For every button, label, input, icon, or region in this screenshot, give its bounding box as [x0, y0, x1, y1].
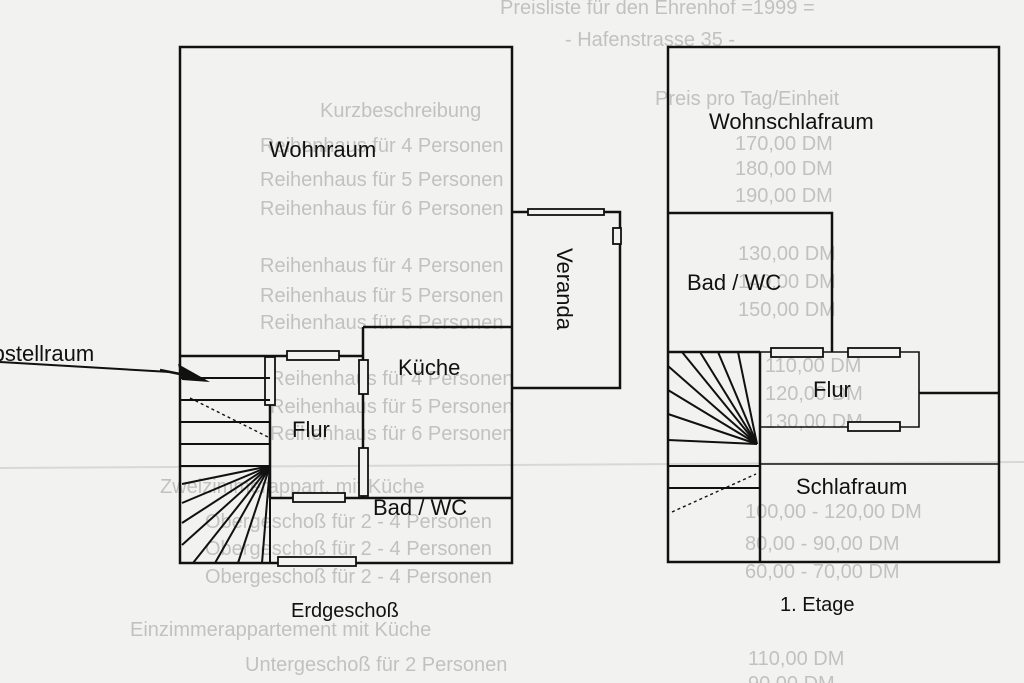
door-flur-bottom [292, 492, 346, 503]
bg-price: 110,00 DM [765, 355, 861, 377]
abstellraum-arrow [0, 361, 210, 382]
bg-price: 80,00 - 90,00 DM [745, 533, 900, 555]
bg-header-line2: - Hafenstrasse 35 - [565, 29, 735, 51]
door-bad-upper [770, 347, 824, 358]
bg-row: Obergeschoß für 2 - 4 Personen [205, 511, 492, 533]
bg-price: 190,00 DM [735, 185, 833, 207]
flur-upper-outline [760, 351, 920, 428]
bg-row: Reihenhaus für 4 Personen [260, 135, 504, 157]
bad-upper-walls [668, 211, 834, 352]
bg-price: 100,00 - 120,00 DM [745, 501, 922, 523]
bg-price: 130,00 DM [738, 243, 836, 265]
room-label-kueche: Küche [398, 355, 460, 380]
bg-row: Untergeschoß für 2 Personen [245, 654, 507, 676]
bg-row: Reihenhaus für 6 Personen [260, 312, 504, 334]
ground-floor-plan: Wohnraum Abstellraum Küche Flur Bad / WC… [0, 45, 622, 622]
upper-floor-plan: Wohnschlafraum Bad / WC Flur Schlafraum … [666, 45, 1001, 616]
bg-row: Einzimmerappartement mit Küche [130, 619, 431, 641]
room-label-flur-upper: Flur [813, 377, 851, 402]
bg-row: Reihenhaus für 5 Personen [260, 285, 504, 307]
door-abstellraum [264, 356, 276, 406]
room-label-bad-upper: Bad / WC [687, 270, 781, 295]
bg-row: Reihenhaus für 5 Personen [270, 396, 514, 418]
room-label-wohnraum: Wohnraum [269, 137, 376, 162]
bg-price: 90,00 DM [748, 673, 835, 683]
bg-row: Reihenhaus für 6 Personen [260, 198, 504, 220]
bg-row: Reihenhaus für 4 Personen [260, 255, 504, 277]
bg-row: Reihenhaus für 6 Personen [270, 423, 514, 445]
bg-price: 140,00 DM [738, 271, 836, 293]
room-label-bad-ground: Bad / WC [373, 495, 467, 520]
staircase-upper [667, 351, 760, 513]
veranda-window [527, 208, 605, 216]
bg-price: 170,00 DM [735, 133, 833, 155]
bg-col-preis: Preis pro Tag/Einheit [655, 88, 840, 110]
bg-row: Reihenhaus für 4 Personen [270, 368, 514, 390]
veranda-door [612, 227, 622, 245]
door-wohnraum [286, 350, 340, 361]
bg-price: 110,00 DM [748, 648, 844, 670]
door-bad [358, 447, 369, 497]
bg-price: 180,00 DM [735, 158, 833, 180]
bg-price: 60,00 - 70,00 DM [745, 561, 900, 583]
room-label-flur-ground: Flur [292, 417, 330, 442]
bg-header-line1: Preisliste für den Ehrenhof =1999 = [500, 0, 815, 19]
bg-row: Reihenhaus für 5 Personen [260, 169, 504, 191]
entrance-door [277, 556, 357, 567]
door-kueche [358, 359, 369, 395]
door-schlafraum [847, 421, 901, 432]
bg-price: 150,00 DM [738, 299, 836, 321]
caption-erdgeschoss: Erdgeschoß [291, 600, 399, 622]
room-label-veranda: Veranda [552, 248, 577, 331]
door-wohnschlafraum [847, 347, 901, 358]
bg-col-kurz: Kurzbeschreibung [320, 100, 481, 122]
room-label-wohnschlafraum: Wohnschlafraum [709, 109, 874, 134]
room-label-schlafraum: Schlafraum [796, 474, 907, 499]
staircase-ground [180, 377, 271, 564]
bg-row: Obergeschoß für 2 - 4 Personen [205, 566, 492, 588]
bg-price: 120,00 DM [765, 383, 863, 405]
bg-row: Obergeschoß für 2 - 4 Personen [205, 538, 492, 560]
caption-1-etage: 1. Etage [780, 594, 855, 616]
ground-floor-outline [178, 45, 514, 565]
room-label-abstellraum: Abstellraum [0, 341, 94, 366]
